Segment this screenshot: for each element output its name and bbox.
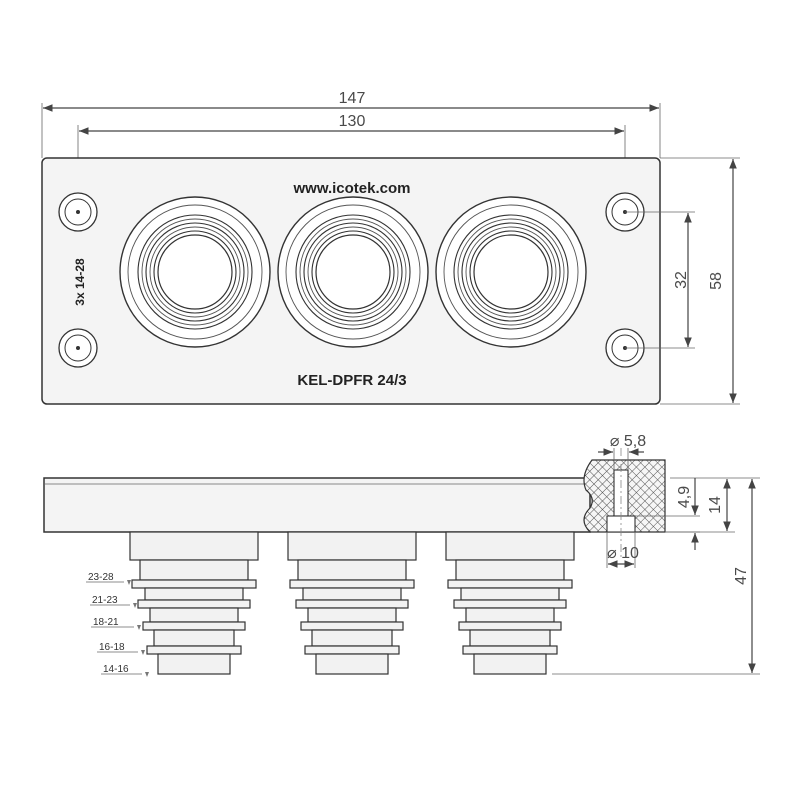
dim-total-depth-label: 47 [733, 567, 750, 585]
range-marker-icon [137, 625, 141, 630]
dim-counterbore-diameter: ⌀ 10 [606, 532, 639, 568]
dim-counterbore-depth-label: 4,9 [676, 486, 693, 508]
range-marker-icon [133, 603, 137, 608]
grommet-left [119, 196, 271, 348]
range-labels: 23-28 21-23 18-21 16-18 14-16 [86, 572, 149, 677]
range-label: 3x 14-28 [73, 258, 87, 306]
range-label-3: 18-21 [93, 617, 119, 628]
website-label: www.icotek.com [293, 180, 411, 197]
range-marker-icon [145, 672, 149, 677]
mounting-hole-bottom-left [58, 328, 98, 368]
range-label-2: 21-23 [92, 595, 118, 606]
grommet-right [435, 196, 587, 348]
stepped-grommet-right [445, 531, 575, 675]
dim-overall-height-label: 58 [708, 272, 725, 290]
dim-counterbore-diameter-label: ⌀ 10 [607, 545, 639, 562]
grommet-middle [277, 196, 429, 348]
dim-overall-width: 147 [41, 90, 661, 158]
dim-hole-diameter: ⌀ 5,8 [598, 433, 646, 470]
product-code-label: KEL-DPFR 24/3 [297, 372, 406, 389]
dim-overall-width-label: 147 [339, 90, 366, 107]
dim-hole-spacing-label: 130 [339, 113, 366, 130]
stepped-grommet-left [129, 531, 259, 675]
stepped-grommet-middle [287, 531, 417, 675]
range-label-4: 16-18 [99, 642, 125, 653]
dim-hole-vertical: 32 [625, 211, 695, 349]
dim-overall-height: 58 [660, 157, 740, 405]
front-view: 147 130 [41, 90, 740, 405]
range-marker-icon [127, 580, 131, 585]
range-label-1: 23-28 [88, 572, 114, 583]
range-marker-icon [141, 650, 145, 655]
side-view: 23-28 21-23 18-21 16-18 14-16 47 [43, 477, 760, 677]
dim-plate-thickness: 14 [665, 479, 735, 533]
range-label-5: 14-16 [103, 664, 129, 675]
dim-hole-vertical-label: 32 [673, 271, 690, 289]
dim-total-depth: 47 [552, 477, 760, 675]
frame-plate-side [43, 477, 591, 533]
dim-plate-thickness-label: 14 [707, 496, 724, 514]
dim-hole-diameter-label: ⌀ 5,8 [610, 433, 646, 450]
mounting-hole-top-left [58, 192, 98, 232]
detail-section-view: ⌀ 5,8 ⌀ 10 4,9 14 [583, 433, 735, 568]
